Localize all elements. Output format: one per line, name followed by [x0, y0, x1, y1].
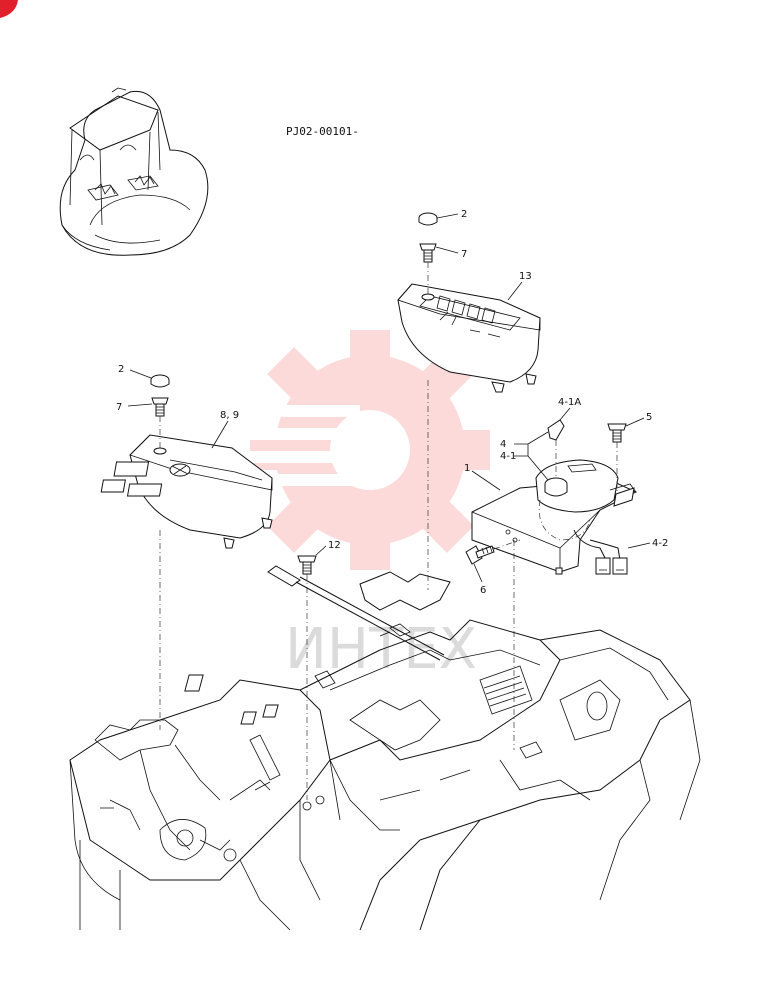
callout-4-1: 4-1: [500, 451, 516, 462]
part-5-bolt: [607, 417, 645, 443]
part-4-2-harness: [573, 529, 651, 575]
part-2-plug-top: [418, 212, 459, 226]
callout-6: 6: [480, 585, 486, 596]
callout-1: 1: [464, 463, 470, 474]
part-13-cover: [397, 283, 541, 393]
callout-8-9: 8, 9: [220, 410, 239, 421]
callout-2-left: 2: [118, 364, 124, 375]
part-12-bolt: [297, 545, 327, 575]
machine-frame: [69, 380, 701, 931]
callout-7-top: 7: [461, 249, 467, 260]
callout-4-2: 4-2: [652, 538, 668, 549]
part-7-bolt-top: [419, 243, 459, 263]
callout-5: 5: [646, 412, 652, 423]
callout-4-1a: 4-1A: [558, 397, 581, 408]
callout-2-top: 2: [461, 209, 467, 220]
callout-4: 4: [500, 439, 506, 450]
part-2-plug-left: [129, 369, 170, 388]
part-4-1a-cap: [547, 407, 571, 441]
callout-13: 13: [519, 271, 532, 282]
drawing-code: PJ02-00101-: [286, 125, 359, 138]
callout-12: 12: [328, 540, 341, 551]
part-8-9-cover: [100, 434, 273, 549]
part-7-bolt-left: [127, 397, 169, 417]
part-1-tank-bracket: [471, 459, 638, 575]
part-6-bolt: [465, 545, 495, 583]
corner-mark: [0, 0, 18, 18]
callout-7-left: 7: [116, 402, 122, 413]
machine-overview-inset: [59, 87, 209, 256]
